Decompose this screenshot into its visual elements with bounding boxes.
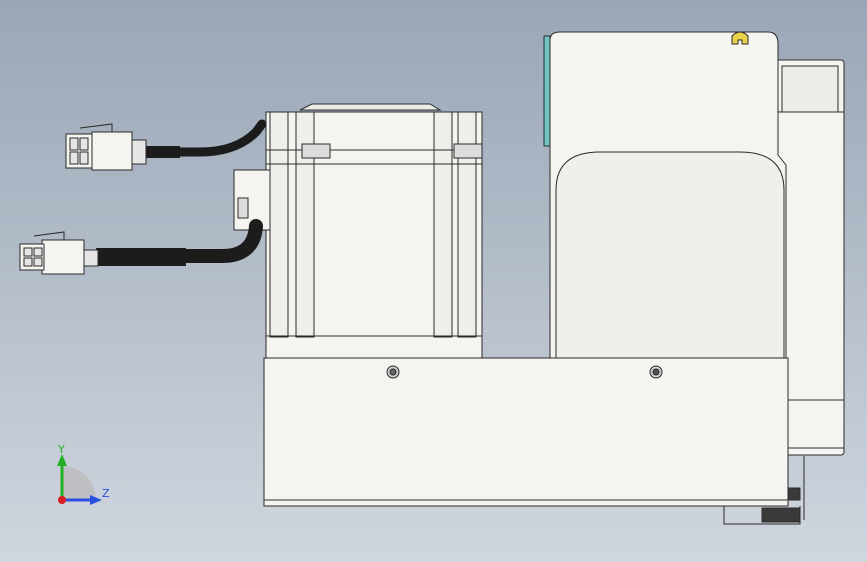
connector-plug-icon[interactable] <box>19 231 99 275</box>
triad-y-label: Y <box>57 443 65 456</box>
triad-z-label: Z <box>102 487 110 500</box>
connector-plug-icon[interactable] <box>65 123 147 171</box>
base-plate[interactable] <box>263 357 789 507</box>
motor-housing[interactable] <box>233 103 483 359</box>
lower-cable[interactable] <box>93 219 263 266</box>
bottom-bracket <box>723 456 805 525</box>
right-housing[interactable] <box>543 31 845 456</box>
latch-clip <box>731 31 749 45</box>
upper-cable[interactable] <box>145 119 267 158</box>
coordinate-triad-icon[interactable]: Y Z <box>57 443 110 505</box>
